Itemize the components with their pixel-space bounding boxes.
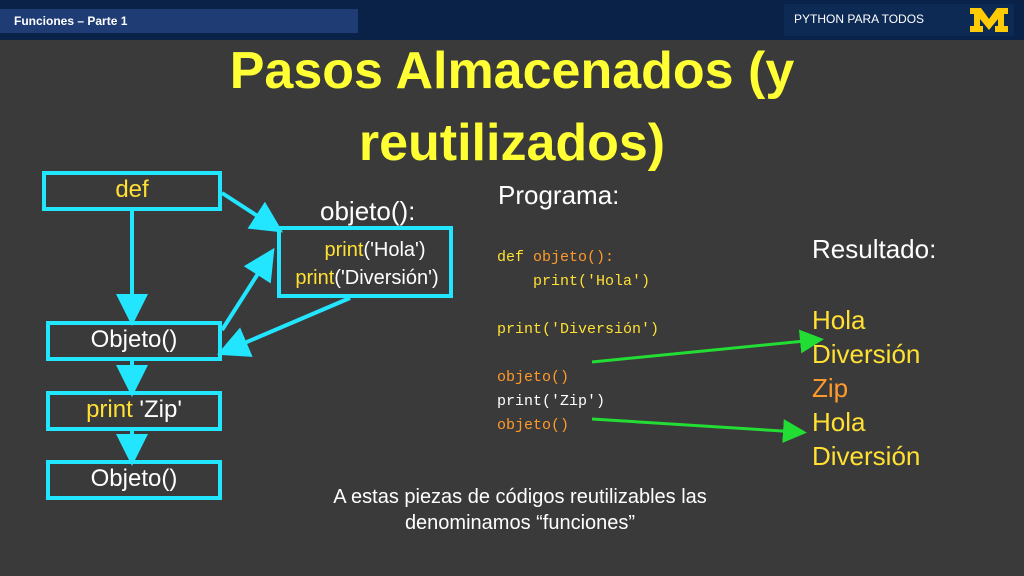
result-line-1: Hola: [812, 305, 866, 335]
footer-note-line1: A estas piezas de códigos reutilizables …: [333, 486, 707, 508]
objeto-call-box-2: Objeto(): [46, 460, 222, 500]
slide-title-line2: reutilizados): [358, 114, 666, 172]
print-zip-arg: 'Zip': [132, 396, 182, 423]
arrow-print-diversion-to-result: [591, 329, 824, 364]
header-brand: PYTHON PARA TODOS: [794, 12, 925, 26]
result-label: Resultado:: [812, 234, 937, 264]
function-name-label: objeto():: [320, 196, 416, 226]
function-line-2: print('Diversión'): [295, 267, 439, 289]
header-left-title: Funciones – Parte 1: [14, 14, 128, 28]
program-label: Programa:: [498, 180, 620, 210]
function-body-box: print('Hola') print('Diversión'): [277, 226, 453, 298]
footer-note: A estas piezas de códigos reutilizables …: [280, 484, 760, 536]
arrow-def-to-function: [220, 191, 284, 233]
header-bar: Funciones – Parte 1 PYTHON PARA TODOS: [0, 0, 1024, 40]
code-line-6: objeto(): [497, 417, 570, 434]
header-right-panel: PYTHON PARA TODOS: [784, 4, 1014, 36]
footer-note-line2: denominamos “funciones”: [404, 512, 636, 534]
print-keyword: print: [86, 396, 133, 423]
function-line-1: print('Hola'): [324, 239, 426, 261]
arrow-objeto-to-function: [220, 247, 275, 332]
code-line-4: objeto(): [497, 369, 570, 386]
michigan-m-logo-icon: [970, 8, 1008, 32]
result-line-4: Hola: [812, 407, 866, 437]
code-line-2: print('Hola'): [497, 273, 651, 290]
print-zip-box: print 'Zip': [46, 391, 222, 431]
result-line-2: Diversión: [812, 339, 921, 369]
header-left-panel: Funciones – Parte 1: [0, 9, 358, 33]
code-line-3: print('Diversión'): [497, 321, 660, 338]
code-line-1: def objeto():: [497, 249, 615, 266]
arrow-objeto-call-to-result: [591, 417, 807, 444]
def-box: def: [42, 171, 222, 211]
arrow-function-return: [216, 296, 351, 357]
slide-title-line1: Pasos Almacenados (y: [229, 42, 795, 100]
objeto-call-box-1: Objeto(): [46, 321, 222, 361]
result-line-5: Diversión: [812, 441, 921, 471]
code-line-5: print('Zip'): [497, 393, 606, 410]
result-line-3: Zip: [812, 373, 849, 403]
